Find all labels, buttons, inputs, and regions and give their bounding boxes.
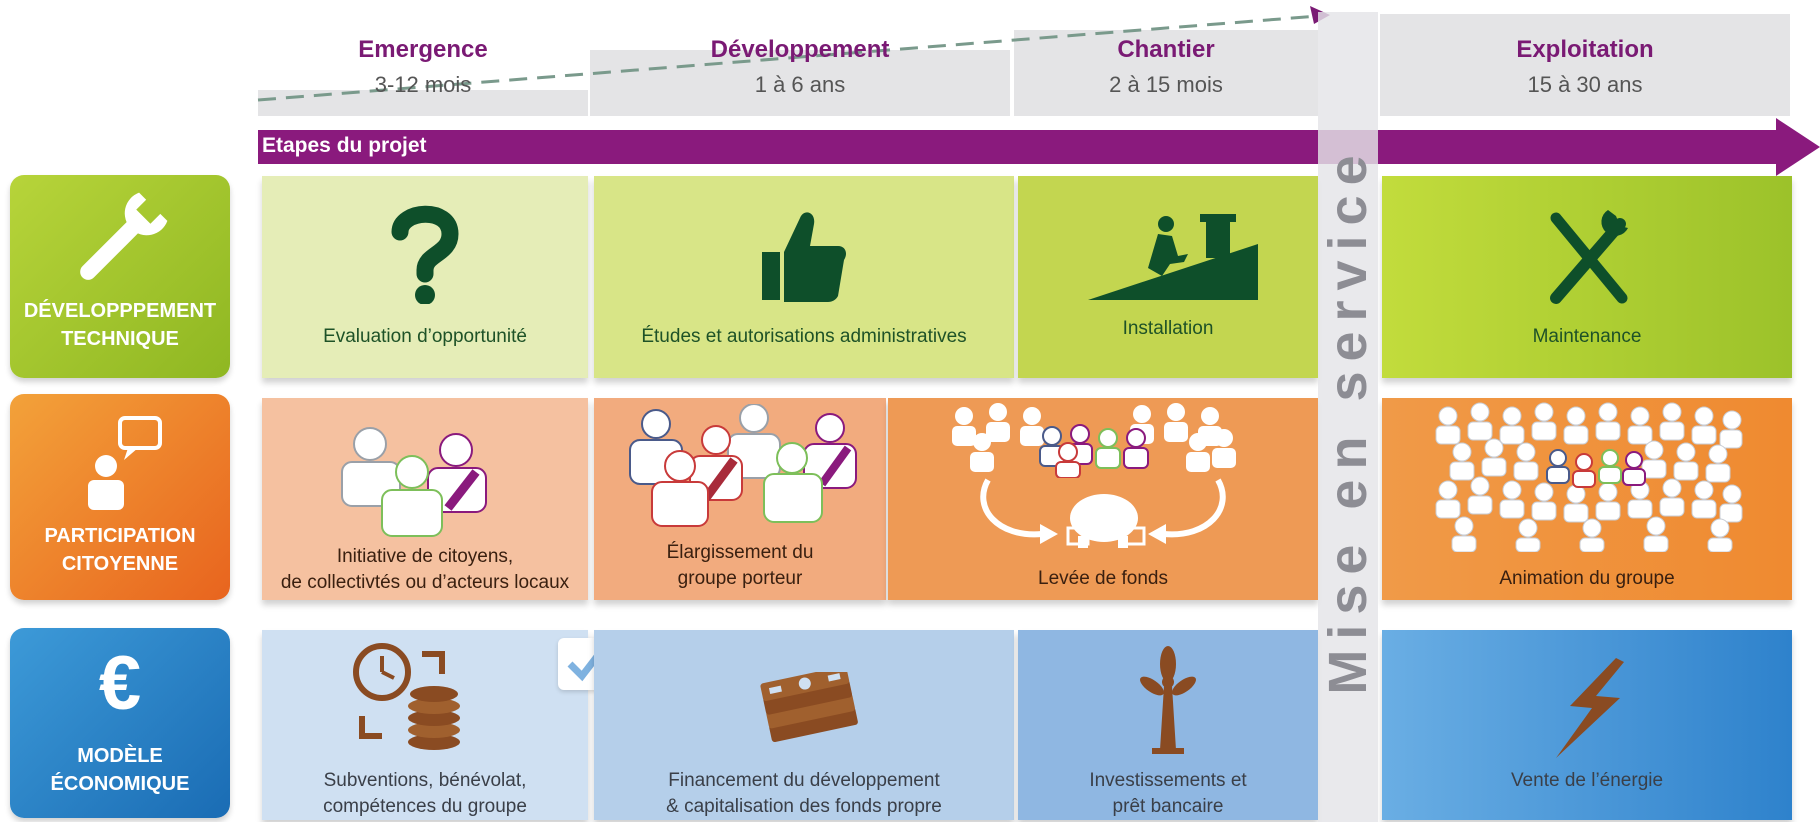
thumbs-up-icon <box>762 212 846 302</box>
cell-label-line1: Initiative de citoyens, <box>336 546 514 567</box>
phase-duration: 15 à 30 ans <box>1527 72 1643 97</box>
tools-icon <box>1550 210 1628 304</box>
phase-title: Emergence <box>358 36 488 63</box>
service-band <box>1318 12 1378 822</box>
cell-label-line2: & capitalisation des fonds propre <box>666 796 942 817</box>
euro-icon: € <box>98 641 142 726</box>
row-label-line2: ÉCONOMIQUE <box>50 773 190 795</box>
clock-coins-icon <box>353 643 460 750</box>
phase-header-bar-4 <box>1380 14 1790 116</box>
wind-turbine-icon <box>1140 646 1196 754</box>
cell-label-line1: Financement du développement <box>668 770 940 791</box>
cell-energy: Vente de l’énergie <box>1382 630 1792 820</box>
phase-developpement: Développement 1 à 6 ans <box>590 0 1010 118</box>
crowd-icon <box>952 403 1236 478</box>
cell-animation: Animation du groupe <box>1382 398 1792 600</box>
cell-label-line2: compétences du groupe <box>323 796 527 817</box>
row-label-participation: PARTICIPATION CITOYENNE <box>10 394 230 600</box>
row-label-line1: MODÈLE <box>77 745 163 767</box>
phase-header-bar-1 <box>258 90 588 116</box>
cell-label: Maintenance <box>1532 326 1642 347</box>
phase-chantier: Chantier 2 à 15 mois <box>1014 0 1318 118</box>
cell-enlargement: Élargissement du groupe porteur <box>594 398 886 600</box>
timeline-arrowhead <box>1776 118 1820 176</box>
timeline-label: Etapes du projet <box>262 134 427 157</box>
enlarged-group-icon <box>629 404 857 527</box>
row-label-line1: DÉVELOPPPEMENT <box>23 300 217 322</box>
phase-header-bar-3 <box>1014 30 1318 116</box>
cell-label: Installation <box>1122 318 1214 339</box>
phase-duration: 1 à 6 ans <box>754 72 846 97</box>
row-label-line1: PARTICIPATION <box>44 525 196 547</box>
cell-label-line1: Investissements et <box>1089 770 1247 791</box>
phase-title: Exploitation <box>1516 36 1654 63</box>
cell-initiative: Initiative de citoyens, de collectivtés … <box>262 398 588 600</box>
phase-duration: 2 à 15 mois <box>1109 72 1223 97</box>
lightning-icon <box>1556 658 1624 758</box>
phase-exploitation: Exploitation 15 à 30 ans <box>1380 0 1790 118</box>
phase-title: Chantier <box>1117 36 1215 63</box>
cell-label-line2: groupe porteur <box>677 568 803 589</box>
cell-fundraising: Levée de fonds <box>888 398 1318 600</box>
row-label-line2: CITOYENNE <box>61 553 179 575</box>
piggy-bank-icon <box>980 478 1226 548</box>
cell-label-line1: Élargissement du <box>666 542 814 563</box>
cell-label: Levée de fonds <box>1038 568 1168 589</box>
roofer-icon <box>1088 214 1258 300</box>
row-label-economique: € MODÈLE ÉCONOMIQUE <box>10 628 230 818</box>
large-crowd-icon <box>1435 402 1743 552</box>
cell-financing: Financement du développement & capitalis… <box>594 630 1014 820</box>
timeline-arrow-bar <box>258 130 1778 164</box>
phase-title: Développement <box>710 36 890 63</box>
row-label-technique: DÉVELOPPPEMENT TECHNIQUE <box>10 175 230 378</box>
cell-label-line2: prêt bancaire <box>1112 796 1224 817</box>
cell-subsidies: Subventions, bénévolat, compétences du g… <box>262 630 588 820</box>
cell-label-line2: de collectivtés ou d’acteurs locaux <box>280 572 570 593</box>
phase-duration: 3-12 mois <box>374 72 472 97</box>
cell-label: Vente de l’énergie <box>1510 770 1664 791</box>
cell-installation: Installation <box>1018 176 1318 378</box>
cell-label-line1: Subventions, bénévolat, <box>323 770 527 791</box>
speaking-person-icon <box>88 416 162 510</box>
cell-label: Animation du groupe <box>1499 568 1675 589</box>
question-mark-icon <box>391 205 459 304</box>
cell-label: Études et autorisations administratives <box>641 326 967 347</box>
phase-emergence: Emergence 3-12 mois <box>258 0 588 118</box>
phase-header-bar-2 <box>590 50 1010 116</box>
cell-opportunity: Evaluation d’opportunité <box>262 176 588 378</box>
cell-maintenance: Maintenance <box>1382 176 1792 378</box>
banknotes-icon <box>760 672 858 743</box>
row-label-line2: TECHNIQUE <box>61 328 179 350</box>
service-band-label: Mise en service <box>1318 145 1378 694</box>
citizens-group-icon <box>341 427 487 537</box>
cell-investment: Investissements et prêt bancaire <box>1018 630 1318 820</box>
service-band-text: Mise en service <box>1318 145 1378 695</box>
cell-label: Evaluation d’opportunité <box>323 326 527 347</box>
wrench-icon <box>80 192 168 280</box>
cell-studies: Études et autorisations administratives <box>594 176 1014 378</box>
